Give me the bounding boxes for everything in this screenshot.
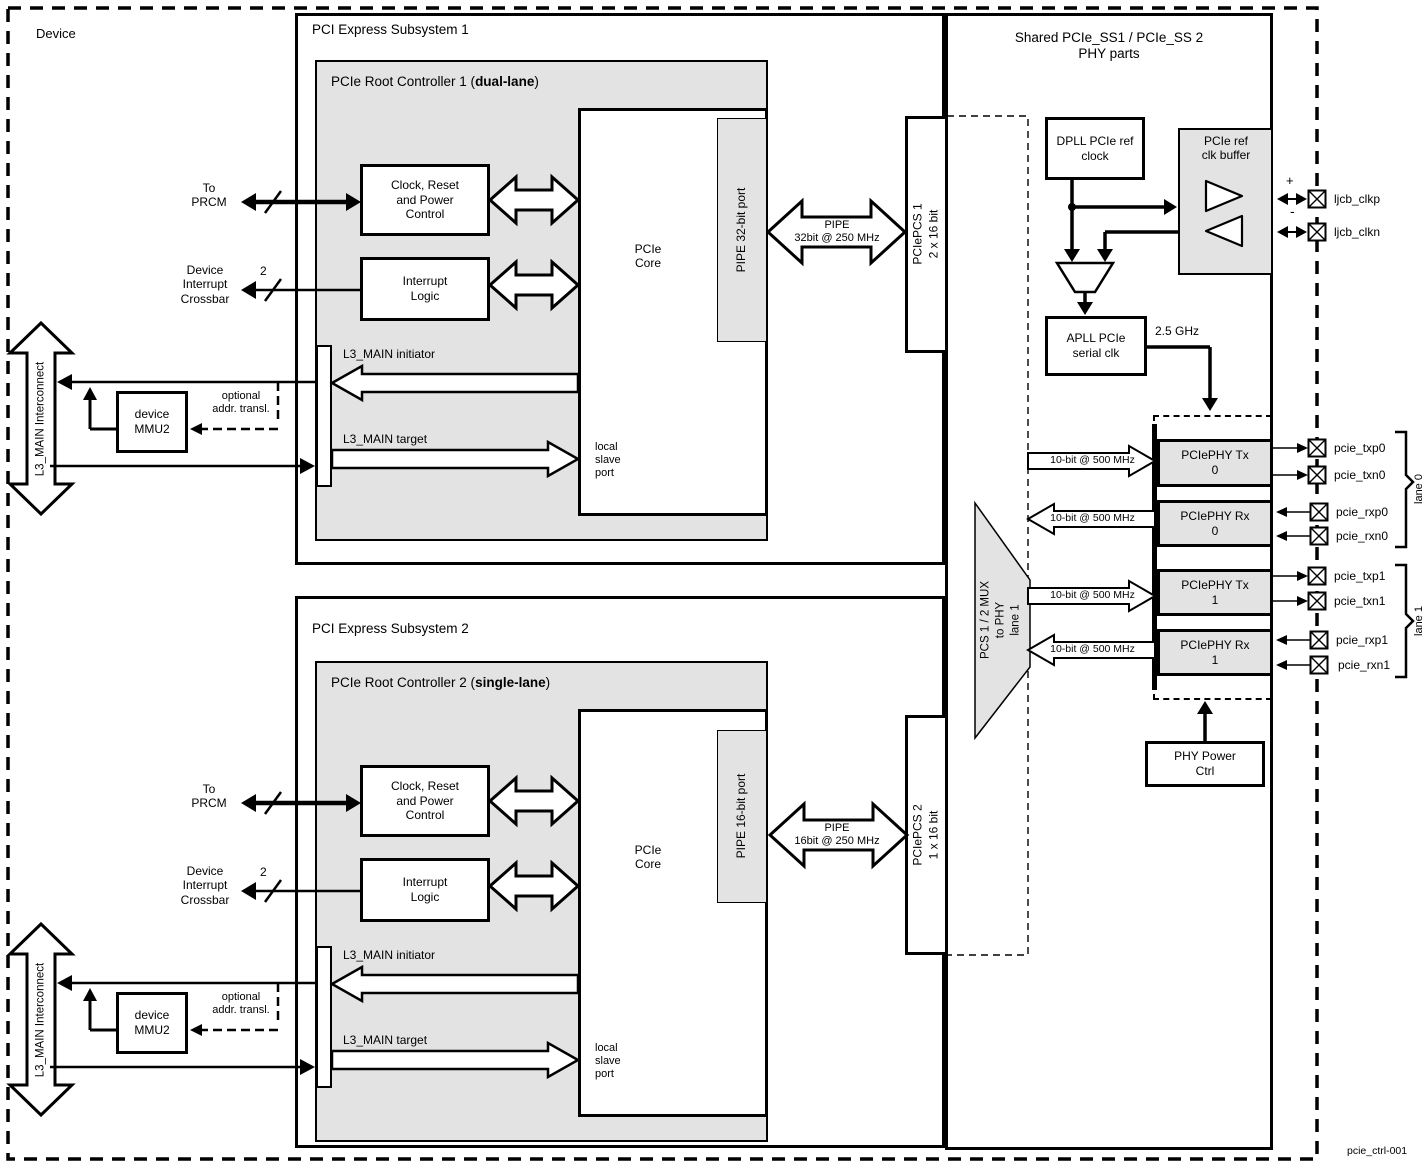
pcie-core1-label: PCIe Core (634, 242, 662, 271)
pciephy-tx1-box: PCIePHY Tx 1 (1157, 569, 1273, 616)
l3-initiator1-label: L3_MAIN initiator (343, 347, 436, 361)
lane0-label: lane 0 (1412, 474, 1425, 504)
pin-rxp0-label: pcie_rxp0 (1336, 505, 1389, 519)
figure-id-label: pcie_ctrl-001 (1347, 1145, 1408, 1157)
phy-power-ctrl-box: PHY Power Ctrl (1145, 741, 1265, 787)
rc2-title-suffix: ) (545, 675, 551, 690)
pciepcs1-label: PCIePCS 1 2 x 16 bit (910, 203, 940, 265)
l3-port-bar1 (316, 345, 332, 487)
pad-pcie-rxp1 (1309, 630, 1329, 650)
addr-transl1-label: optional addr. transl. (212, 390, 270, 416)
to-prcm1-label: To PRCM (191, 181, 227, 210)
pad-pcie-rxp0 (1309, 502, 1329, 522)
serial-pad-wiring (1273, 447, 1310, 666)
io-pads (1307, 189, 1329, 675)
device-label: Device (36, 26, 76, 41)
l3-port-bar2 (316, 946, 332, 1088)
pcs-mux-label: PCS 1 / 2 MUX to PHY lane 1 (979, 581, 1022, 659)
pin-ljcb-clkp-label: ljcb_clkp (1334, 192, 1381, 206)
rc1-title-prefix: PCIe Root Controller 1 ( (331, 74, 476, 89)
rc2-title-mode: single-lane (475, 675, 546, 690)
rc1-title-suffix: ) (534, 74, 539, 89)
dpll-ref-clock-box: DPLL PCIe ref clock (1045, 117, 1145, 180)
pipe-bus2-label: PIPE 16bit @ 250 MHz (794, 822, 880, 848)
pad-pcie-txn1 (1307, 591, 1327, 611)
pcie-core2-label: PCIe Core (634, 843, 662, 872)
pciephy-rx1-box: PCIePHY Rx 1 (1157, 629, 1273, 676)
clock-reset-power1-box: Clock, Reset and Power Control (360, 164, 490, 236)
l3-target2-label: L3_MAIN target (343, 1033, 428, 1047)
pipe-bus1-label: PIPE 32bit @ 250 MHz (794, 219, 880, 245)
root-controller1-title: PCIe Root Controller 1 (dual-lane) (331, 74, 539, 90)
rate-rx0-label: 10-bit @ 500 MHz (1050, 512, 1135, 524)
pin-txp1-label: pcie_txp1 (1334, 569, 1386, 583)
clk-buffer-label: PCIe ref clk buffer (1201, 134, 1251, 163)
rate-rx1-label: 10-bit @ 500 MHz (1050, 643, 1135, 655)
local-slave-port2-label: local slave port (595, 1042, 621, 1081)
interrupt-crossbar1-label: Device Interrupt Crossbar (180, 263, 230, 306)
apll-freq-label: 2.5 GHz (1155, 324, 1200, 338)
clkn-minus-label: - (1290, 203, 1295, 219)
irq-width2-label: 2 (260, 865, 267, 879)
lane0-bracket (1395, 430, 1415, 549)
pciepcs2-label: PCIePCS 2 1 x 16 bit (910, 804, 940, 866)
pad-pcie-rxn1 (1309, 655, 1329, 675)
rc1-title-mode: dual-lane (475, 74, 535, 89)
l3-interconnect1-label: L3_MAIN Interconnect (34, 361, 47, 477)
irq-width1-label: 2 (260, 264, 267, 278)
rate-tx1-label: 10-bit @ 500 MHz (1050, 589, 1135, 601)
serial-pad-arrowheads (1276, 443, 1308, 670)
pipe-port2-label: PIPE 16-bit port (734, 773, 749, 859)
pad-ljcb-clkn (1307, 222, 1327, 242)
pin-rxp1-label: pcie_rxp1 (1336, 633, 1389, 647)
l3-target1-label: L3_MAIN target (343, 432, 428, 446)
to-prcm2-label: To PRCM (191, 782, 227, 811)
l3-interconnect2-label: L3_MAIN Interconnect (34, 962, 47, 1078)
root-controller2-title: PCIe Root Controller 2 (single-lane) (331, 675, 550, 691)
pin-txn1-label: pcie_txn1 (1334, 594, 1386, 608)
pin-rxn0-label: pcie_rxn0 (1336, 529, 1389, 543)
interrupt-logic2-box: Interrupt Logic (360, 858, 490, 922)
lane1-bracket (1395, 563, 1415, 679)
rc2-title-prefix: PCIe Root Controller 2 ( (331, 675, 476, 690)
interrupt-crossbar2-label: Device Interrupt Crossbar (180, 864, 230, 907)
pad-pcie-txn0 (1307, 465, 1327, 485)
device-mmu2-box-2: device MMU2 (116, 992, 188, 1054)
local-slave-port1-label: local slave port (595, 441, 621, 480)
pin-txn0-label: pcie_txn0 (1334, 468, 1386, 482)
pad-ljcb-clkp (1307, 189, 1327, 209)
clkp-plus-label: + (1286, 173, 1294, 188)
pad-pcie-txp1 (1307, 566, 1327, 586)
shared-phy-title: Shared PCIe_SS1 / PCIe_SS 2 PHY parts (1014, 30, 1204, 62)
subsystem2-title: PCI Express Subsystem 2 (312, 621, 469, 636)
pciephy-rx0-box: PCIePHY Rx 0 (1157, 500, 1273, 547)
pad-pcie-rxn0 (1309, 526, 1329, 546)
interrupt-logic1-box: Interrupt Logic (360, 257, 490, 321)
subsystem1-title: PCI Express Subsystem 1 (312, 22, 469, 37)
clock-reset-power2-box: Clock, Reset and Power Control (360, 765, 490, 837)
pciephy-tx0-box: PCIePHY Tx 0 (1157, 439, 1273, 487)
addr-transl2-label: optional addr. transl. (212, 991, 270, 1017)
device-mmu2-box-1: device MMU2 (116, 391, 188, 453)
pipe-port1-label: PIPE 32-bit port (734, 187, 749, 273)
pin-rxn1-label: pcie_rxn1 (1338, 658, 1391, 672)
pin-ljcb-clkn-label: ljcb_clkn (1334, 225, 1381, 239)
lane1-label: lane 1 (1412, 606, 1425, 636)
lane-brackets (1395, 430, 1415, 679)
pad-pcie-txp0 (1307, 438, 1327, 458)
l3-initiator2-label: L3_MAIN initiator (343, 948, 436, 962)
pin-txp0-label: pcie_txp0 (1334, 441, 1386, 455)
apll-serial-clk-box: APLL PCIe serial clk (1045, 316, 1147, 376)
rate-tx0-label: 10-bit @ 500 MHz (1050, 454, 1135, 466)
